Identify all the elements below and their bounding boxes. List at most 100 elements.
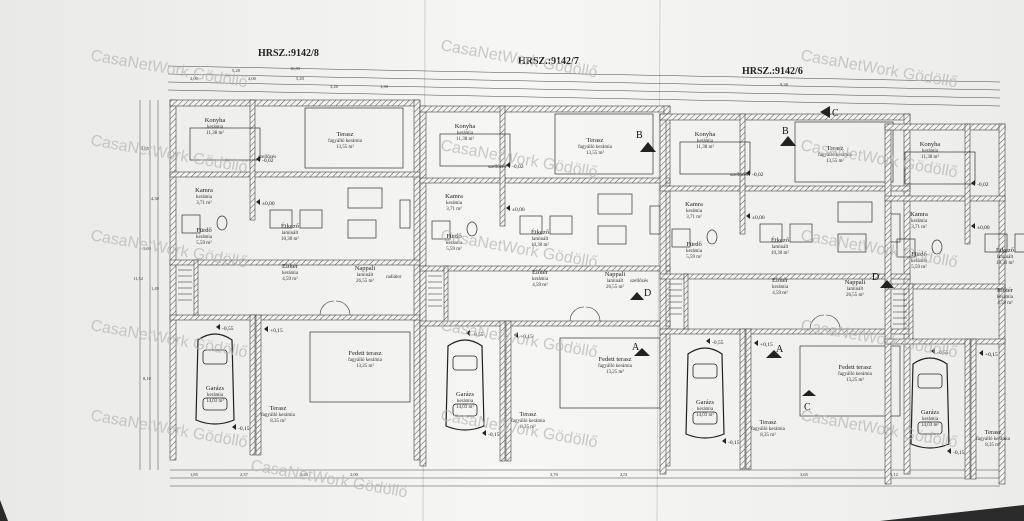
level-mark: ±0,00 bbox=[977, 225, 990, 231]
room-area: 3,71 m² bbox=[196, 200, 212, 206]
room-area: 8,35 m² bbox=[520, 424, 536, 430]
room-name-covered-terrace: Fedett terasz bbox=[838, 364, 871, 371]
wall bbox=[745, 328, 752, 470]
room-name-kitchen: Konyha bbox=[455, 123, 476, 130]
room-finish: kerámia bbox=[196, 235, 213, 240]
toilet-icon bbox=[931, 239, 943, 255]
svg-text:2,29: 2,29 bbox=[300, 472, 309, 478]
bathtub bbox=[896, 238, 916, 258]
svg-text:1,85: 1,85 bbox=[190, 472, 199, 478]
room-finish: kerámia bbox=[922, 417, 939, 422]
left-dimension-labels: 3,85 11,52 3,69 1,49 4,30 8,10 bbox=[133, 146, 160, 382]
svg-text:3,70: 3,70 bbox=[550, 472, 559, 478]
room-area: 11,38 m² bbox=[696, 144, 714, 150]
room-finish: kerámia bbox=[207, 393, 224, 398]
room-area: 13,25 m² bbox=[846, 377, 864, 383]
svg-text:10,95: 10,95 bbox=[290, 66, 301, 72]
dining-chair bbox=[1014, 233, 1024, 253]
wall bbox=[683, 273, 689, 330]
room-name-terrace: Terasz bbox=[337, 131, 354, 138]
room-area: 13,25 m² bbox=[606, 369, 624, 375]
wall bbox=[249, 314, 256, 456]
section-marker-d: D bbox=[872, 272, 894, 288]
room-finish: fagyálló kerámia bbox=[261, 413, 296, 418]
kitchen-counter bbox=[679, 141, 751, 175]
level-mark: -0,02 bbox=[512, 164, 524, 170]
svg-text:3,65: 3,65 bbox=[800, 472, 809, 478]
bathtub bbox=[181, 214, 201, 234]
wall bbox=[659, 273, 911, 280]
level-arrow-icon bbox=[979, 350, 983, 356]
room-name-covered-terrace: Fedett terasz bbox=[598, 356, 631, 363]
room-area: 13,55 m² bbox=[336, 144, 354, 150]
svg-text:2,57: 2,57 bbox=[240, 472, 249, 478]
room-area: 14,03 m² bbox=[206, 398, 224, 404]
room-finish: fagyálló kerámia bbox=[818, 153, 853, 158]
room-finish: kerámia bbox=[686, 209, 703, 214]
room-name-garage: Garázs bbox=[696, 399, 715, 406]
room-finish: fagyálló kerámia bbox=[838, 372, 873, 377]
level-mark: -0,15 bbox=[728, 440, 740, 446]
bathtub bbox=[431, 220, 451, 240]
room-name-dining: Étkező bbox=[996, 246, 1014, 254]
room-finish: kerámia bbox=[282, 271, 299, 276]
room-area: 26,55 m² bbox=[356, 278, 374, 284]
level-mark: -0,15 bbox=[488, 432, 500, 438]
room-name-terrace: Terasz bbox=[827, 145, 844, 152]
level-arrow-icon bbox=[466, 330, 470, 336]
wall bbox=[884, 338, 1006, 345]
level-mark: -0,02 bbox=[752, 172, 764, 178]
room-finish: laminált bbox=[532, 237, 549, 242]
room-name-small-terrace: Terasz bbox=[520, 411, 537, 418]
wall bbox=[884, 195, 1006, 202]
dining-chair bbox=[789, 223, 813, 243]
svg-text:C: C bbox=[804, 402, 811, 413]
room-name-garage: Garázs bbox=[921, 409, 940, 416]
wall bbox=[908, 283, 914, 340]
room-name-small-terrace: Terasz bbox=[270, 405, 287, 412]
room-finish: kerámia bbox=[686, 249, 703, 254]
room-area: 10,30 m² bbox=[771, 250, 789, 256]
svg-text:2,51: 2,51 bbox=[620, 472, 628, 478]
room-finish: laminált bbox=[607, 279, 624, 284]
svg-text:3,85: 3,85 bbox=[141, 146, 150, 152]
room-area: 5,59 m² bbox=[196, 240, 212, 246]
room-area: 5,59 m² bbox=[911, 264, 927, 270]
door-swing bbox=[569, 306, 585, 322]
wall bbox=[169, 99, 421, 107]
room-name-living-room: Nappali bbox=[845, 279, 866, 286]
svg-text:5,28: 5,28 bbox=[232, 68, 241, 74]
room-finish: laminált bbox=[847, 287, 864, 292]
room-finish: laminált bbox=[997, 255, 1014, 260]
wall bbox=[739, 328, 746, 470]
radiator-label: radiátor bbox=[386, 275, 402, 280]
wall bbox=[499, 320, 506, 462]
dark-background bbox=[880, 505, 1024, 521]
wall bbox=[413, 99, 421, 461]
room-finish: kerámia bbox=[457, 131, 474, 136]
room-area: 10,30 m² bbox=[996, 260, 1014, 266]
room-area: 11,38 m² bbox=[206, 130, 224, 136]
level-arrow-icon bbox=[931, 348, 935, 354]
room-finish: fagyálló kerámia bbox=[328, 139, 363, 144]
svg-text:11,52: 11,52 bbox=[133, 276, 143, 282]
room-name-living-room: Nappali bbox=[355, 265, 376, 272]
level-mark: ±0,00 bbox=[512, 207, 525, 213]
room-name-bathroom: Fürdő bbox=[196, 227, 212, 234]
dining-chair bbox=[549, 215, 573, 235]
room-finish: fagyálló kerámia bbox=[976, 437, 1011, 442]
ventilation-label: szellőzés bbox=[488, 165, 506, 170]
wall bbox=[659, 113, 667, 475]
room-name-pantry: Kamra bbox=[910, 211, 928, 218]
wall bbox=[443, 265, 449, 322]
room-finish: fagyálló kerámia bbox=[348, 358, 383, 363]
svg-text:9,38: 9,38 bbox=[780, 82, 789, 88]
room-name-kitchen: Konyha bbox=[695, 131, 716, 138]
room-finish: fagyálló kerámia bbox=[751, 427, 786, 432]
level-mark: ±0,00 bbox=[262, 201, 275, 207]
